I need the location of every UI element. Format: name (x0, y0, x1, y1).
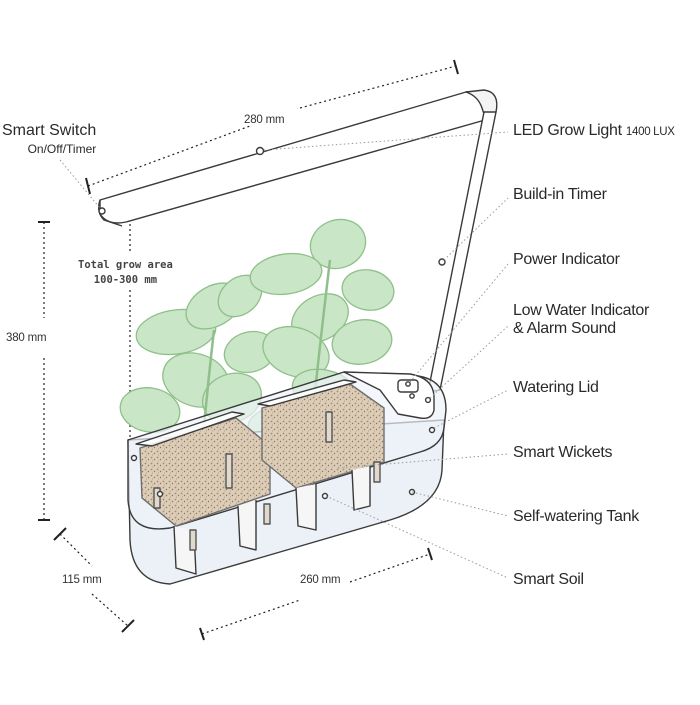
dim-label-depth: 115 mm (62, 574, 102, 586)
leader-led-grow-light (263, 131, 509, 151)
dim-tick (427, 547, 433, 561)
callout-smart-wickets: Smart Wickets (513, 444, 613, 461)
callout-watering-lid: Watering Lid (513, 379, 599, 396)
callout-smart-soil: Smart Soil (513, 571, 584, 588)
smart-wicket (153, 487, 161, 509)
dim-label-base-length: 260 mm (300, 574, 341, 586)
smart-wicket (325, 411, 333, 443)
low-water-line1: Low Water Indicator (513, 302, 649, 319)
leader-smart-switch (59, 159, 101, 209)
smart-wicket (373, 461, 381, 483)
lamp-pole (427, 111, 497, 393)
leaf (309, 218, 367, 270)
leader-lines (59, 131, 509, 579)
dim-tick (85, 177, 91, 195)
grow-area-line2: 100-300 mm (93, 274, 158, 286)
smart-soil-left (139, 417, 271, 527)
leader-power-indicator (409, 263, 509, 383)
leader-self-watering-tank (411, 491, 509, 517)
dimension-lines (38, 59, 459, 641)
dim-line-base-right (349, 553, 431, 583)
callout-power-indicator: Power Indicator (513, 251, 620, 268)
watering-lid-marker (428, 426, 436, 434)
led-grow-light-label: LED Grow Light (513, 122, 622, 139)
dim-tick (53, 527, 67, 541)
power-indicator-led (405, 381, 411, 387)
pot-leg (351, 466, 371, 511)
low-water-indicator-led (424, 396, 432, 404)
dim-line-depth-bottom (91, 593, 129, 627)
leader-smart-soil (325, 495, 509, 579)
timer-marker (438, 258, 446, 266)
dim-tick (121, 619, 135, 633)
pot-leg (237, 500, 257, 551)
led-grow-light-lux: 1400 LUX (625, 126, 675, 138)
dim-line-lamp-width-left (87, 125, 251, 187)
planter (127, 371, 447, 585)
lamp-head (99, 91, 493, 224)
dim-line-depth-top (59, 533, 93, 567)
low-water-line2: & Alarm Sound (513, 320, 616, 337)
smart-switch-sub-label: On/Off/Timer (27, 142, 97, 156)
leaf (119, 387, 181, 433)
leaf (341, 269, 395, 311)
leader-build-in-timer (443, 197, 509, 261)
smart-switch-label: Smart Switch (2, 122, 97, 139)
leader-smart-wickets (337, 453, 509, 469)
dim-line-lamp-width-right (299, 65, 457, 109)
dim-label-lamp-width: 280 mm (244, 114, 285, 126)
callout-led-grow-light: LED Grow Light 1400 LUX (513, 122, 675, 140)
smart-wicket (225, 453, 233, 489)
dim-label-height: 380 mm (6, 332, 47, 344)
led-marker (255, 146, 265, 156)
callout-low-water: Low Water Indicator & Alarm Sound (513, 302, 649, 338)
grow-area-label: Total grow area 100-300 mm (78, 258, 173, 288)
leader-watering-lid (433, 389, 509, 429)
leader-low-water (429, 325, 509, 399)
dim-tick (199, 627, 205, 641)
callout-build-in-timer: Build-in Timer (513, 186, 607, 203)
leaf (262, 325, 330, 379)
smart-wicket (263, 503, 271, 525)
callout-self-watering-tank: Self-watering Tank (513, 508, 639, 525)
leaf (331, 319, 393, 365)
smart-wicket (189, 529, 197, 551)
smart-switch-button (98, 207, 106, 215)
leaf (249, 252, 323, 296)
lamp-arm (97, 89, 498, 393)
pot-leg (295, 484, 317, 531)
dim-tick (453, 59, 459, 75)
callout-smart-switch: Smart Switch On/Off/Timer (2, 122, 96, 158)
grow-area-line1: Total grow area (78, 259, 173, 271)
dim-line-base-left (201, 599, 301, 635)
